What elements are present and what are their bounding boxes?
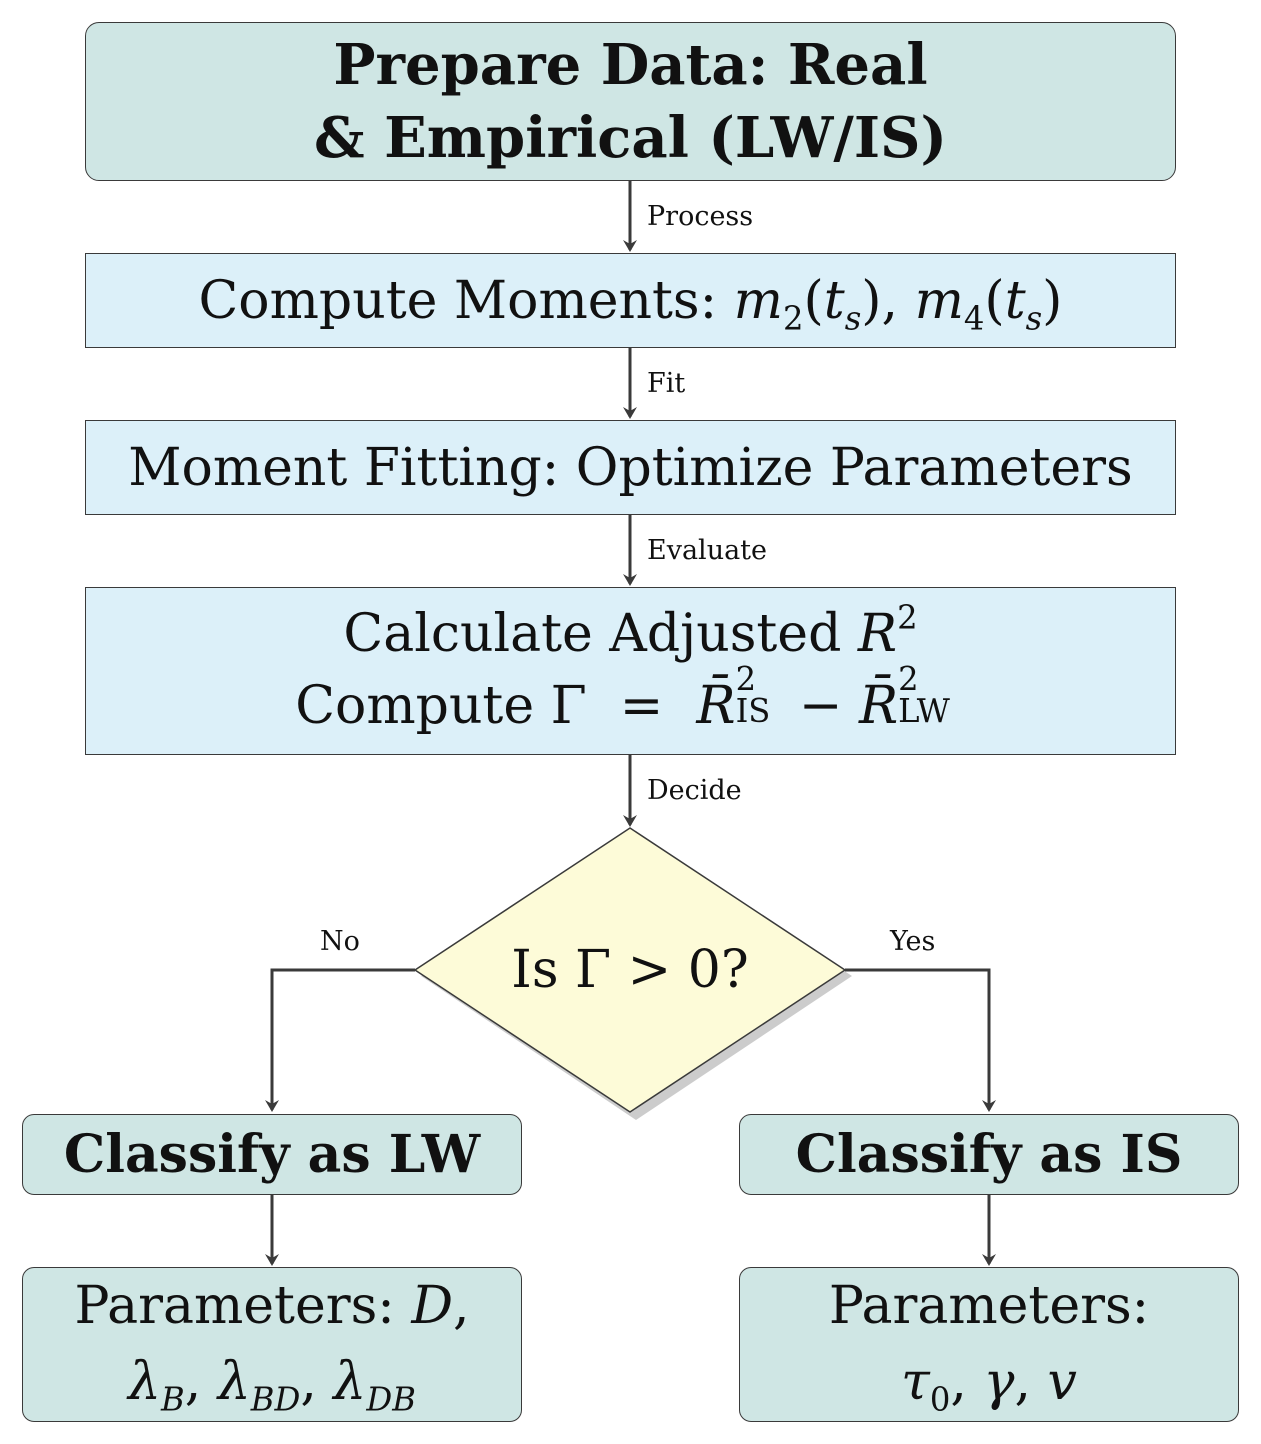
moments-t-1: t (823, 270, 845, 331)
moments-s-2: s (1025, 298, 1043, 337)
minus-sign: − (782, 676, 859, 736)
params-is-line-1: Parameters: (828, 1276, 1150, 1337)
moments-prefix: Compute Moments: (198, 270, 734, 331)
prepare-line-1: Prepare Data: Real (333, 31, 928, 98)
arrow-no (265, 968, 415, 1112)
edge-label-no: No (320, 926, 360, 957)
param-lambda-bd-sub: BD (250, 1379, 301, 1418)
compute-moments-text: Compute Moments: m2(ts), m4(ts) (198, 270, 1063, 337)
params-lw-node: Parameters: D, λB, λBD, λDB (22, 1267, 522, 1422)
moments-sub-2: 2 (782, 298, 804, 337)
param-gamma: γ (983, 1351, 1015, 1412)
rbar-lw-symbol: R̄ (859, 676, 899, 736)
param-tau-sub: 0 (929, 1379, 951, 1418)
param-tau: τ (901, 1351, 930, 1412)
arrow-yes (845, 968, 996, 1112)
moments-sub-4: 4 (963, 298, 985, 337)
classify-lw-node: Classify as LW (22, 1114, 522, 1195)
moments-m4-symbol: m (914, 270, 964, 331)
decision-text: Is Γ > 0? (415, 828, 845, 1112)
moments-m2-symbol: m (733, 270, 783, 331)
params-lw-comma: , (453, 1276, 470, 1337)
param-lambda-bd: λ (217, 1351, 251, 1412)
params-is-sep-1: , (950, 1351, 984, 1412)
classify-is-text: Classify as IS (795, 1124, 1183, 1185)
rbar-is-sup: 2 (735, 659, 757, 698)
param-lambda-b: λ (128, 1351, 162, 1412)
param-lambda-db-sub: DB (366, 1379, 416, 1418)
params-is-line-2: τ0, γ, v (901, 1345, 1077, 1420)
edge-label-fit: Fit (647, 368, 686, 399)
gamma-prefix: Compute Γ = (295, 676, 697, 736)
params-is-node: Parameters: τ0, γ, v (739, 1267, 1239, 1422)
params-lw-line-2: λB, λBD, λDB (128, 1345, 416, 1420)
moments-s-1: s (844, 298, 862, 337)
rbar-lw-sub: LW (898, 691, 950, 730)
param-d: D (411, 1276, 454, 1337)
moment-fitting-node: Moment Fitting: Optimize Parameters (85, 420, 1176, 515)
rbar-lw-sup: 2 (898, 659, 919, 698)
calculate-sup-2: 2 (897, 598, 918, 637)
params-lw-line-1: Parameters: D, (74, 1269, 469, 1344)
edge-label-decide: Decide (647, 775, 742, 806)
moments-comma: , (881, 270, 915, 331)
param-v: v (1047, 1351, 1077, 1412)
compute-moments-node: Compute Moments: m2(ts), m4(ts) (85, 253, 1176, 348)
params-lw-sep-1: , (184, 1351, 218, 1412)
moment-fitting-text: Moment Fitting: Optimize Parameters (128, 437, 1133, 498)
calculate-line-1: Calculate Adjusted R2 (343, 599, 917, 671)
param-lambda-b-sub: B (161, 1379, 185, 1418)
param-lambda-db: λ (333, 1351, 367, 1412)
classify-is-node: Classify as IS (739, 1114, 1239, 1195)
params-is-sep-2: , (1014, 1351, 1048, 1412)
calculate-prefix: Calculate Adjusted (343, 604, 858, 665)
rbar-is-symbol: R̄ (696, 676, 736, 736)
decision-question: Is Γ > 0? (511, 940, 749, 1000)
prepare-line-2: & Empirical (LW/IS) (314, 104, 947, 171)
params-lw-prefix: Parameters: (74, 1276, 412, 1337)
decision-diamond (413, 827, 847, 1113)
prepare-data-node: Prepare Data: Real & Empirical (LW/IS) (85, 22, 1176, 181)
edge-label-process: Process (647, 201, 754, 232)
moments-t-2: t (1004, 270, 1026, 331)
rbar-is-sub: IS (735, 691, 771, 730)
params-lw-sep-2: , (300, 1351, 334, 1412)
calculate-r-symbol: R (857, 604, 898, 665)
edge-label-yes: Yes (890, 926, 936, 957)
edge-label-evaluate: Evaluate (647, 535, 768, 566)
classify-lw-text: Classify as LW (63, 1124, 481, 1185)
